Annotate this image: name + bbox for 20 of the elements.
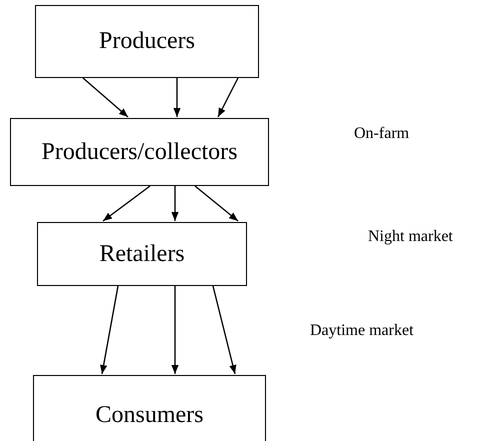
arrow <box>102 185 150 222</box>
stage-label: On-farm <box>354 125 410 143</box>
stage-label: Daytime market <box>310 322 414 340</box>
arrow <box>100 286 119 374</box>
arrow <box>194 186 238 222</box>
process-box <box>37 222 247 286</box>
process-box <box>35 5 259 78</box>
arrow <box>217 78 239 118</box>
arrow <box>171 186 179 221</box>
box-label: Consumers <box>96 402 204 428</box>
process-box <box>33 375 266 441</box>
stage-label: Night market <box>368 228 453 246</box>
box-label: Producers <box>99 28 195 55</box>
box-label: Retailers <box>99 240 185 268</box>
arrow <box>171 286 179 374</box>
arrow <box>173 78 181 117</box>
box-label: Producers/collectors <box>42 138 238 166</box>
process-box <box>10 118 269 186</box>
arrow <box>82 78 128 118</box>
arrow <box>212 286 236 374</box>
